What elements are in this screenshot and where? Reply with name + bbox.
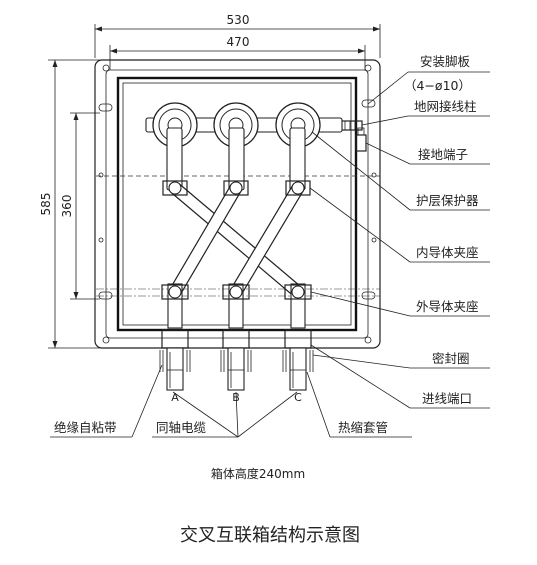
label-cable-entry: 进线端口: [422, 391, 472, 406]
right-leaders: [309, 71, 490, 409]
phase-label-a: A: [171, 391, 179, 404]
overall-height-label: 585: [39, 193, 53, 216]
outer-conductor-clamps: [161, 284, 312, 300]
overall-width-label: 530: [227, 13, 250, 27]
label-coaxial-cable: 同轴电缆: [156, 420, 207, 435]
label-sheath-protector: 护层保护器: [416, 193, 479, 208]
diagram-title: 交叉互联箱结构示意图: [180, 525, 360, 546]
dimension-inner-width: 470: [109, 35, 366, 70]
label-seal-ring: 密封圈: [432, 351, 470, 366]
box-height-note: 箱体高度240mm: [211, 466, 305, 481]
dimension-overall-height: 585: [39, 59, 100, 349]
label-mounting-plate: 安装脚板: [420, 54, 471, 69]
label-ground-terminal: 接地端子: [418, 147, 468, 162]
label-mounting-hole-spec: （4−ø10）: [404, 78, 471, 93]
bottom-leaders: [50, 364, 412, 438]
label-inner-conductor-clamp: 内导体夹座: [416, 245, 479, 260]
inner-width-label: 470: [227, 35, 250, 49]
mount-spacing-label: 360: [60, 195, 74, 218]
cable-entries: [159, 329, 314, 391]
dimension-overall-width: 530: [94, 13, 381, 58]
label-outer-conductor-clamp: 外导体夹座: [416, 299, 479, 314]
label-heat-shrink-tube: 热缩套管: [338, 420, 388, 435]
phase-label-c: C: [294, 391, 302, 404]
inner-conductor-clamps: [162, 180, 311, 196]
label-ground-post: 地网接线柱: [414, 99, 477, 114]
label-insulating-tape: 绝缘自粘带: [54, 420, 117, 435]
dimension-mount-spacing: 360: [60, 112, 100, 300]
